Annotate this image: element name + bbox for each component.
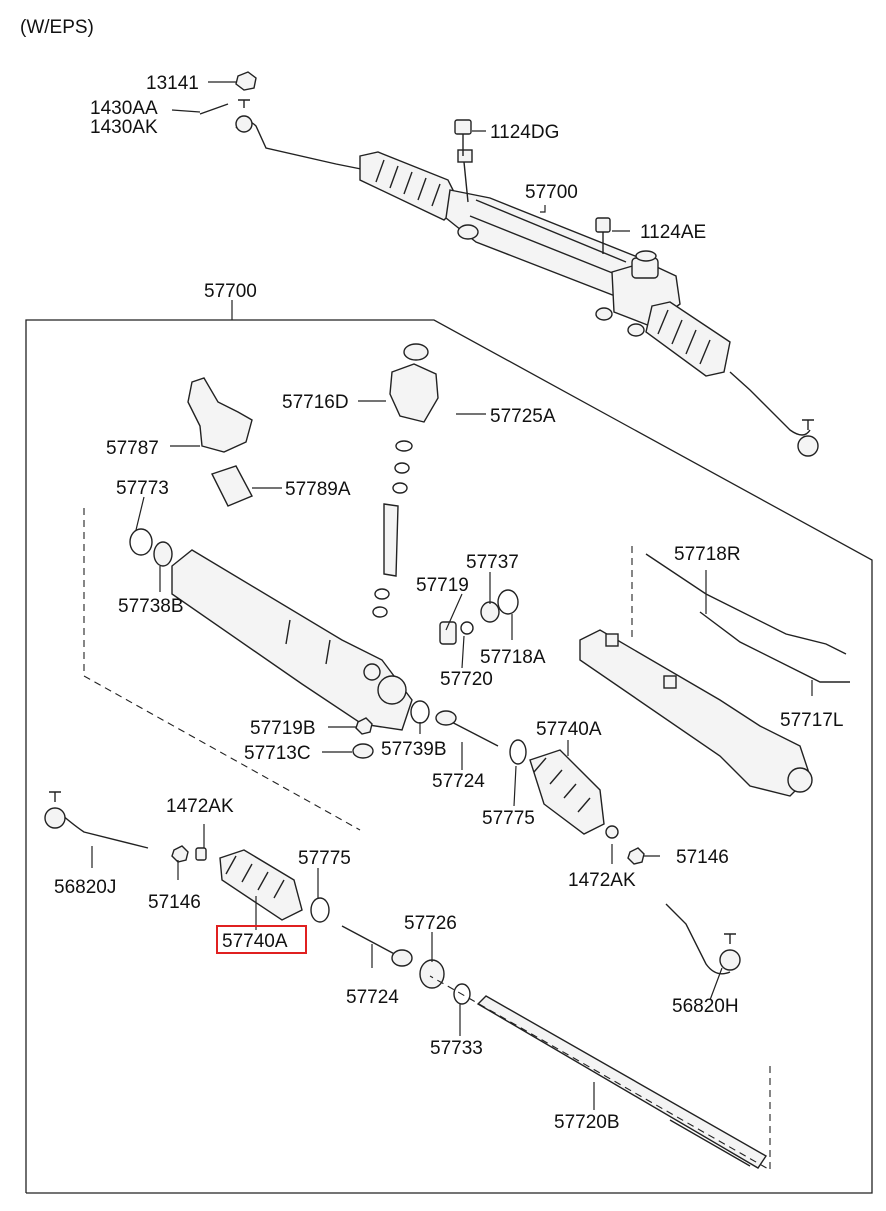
callout-57775-right[interactable]: 57775 — [482, 808, 535, 829]
callout-1430AK[interactable]: 1430AK — [90, 117, 158, 138]
callout-1430AA[interactable]: 1430AA — [90, 98, 158, 119]
callout-1124AE[interactable]: 1124AE — [640, 222, 706, 243]
callout-57719B[interactable]: 57719B — [250, 718, 316, 739]
callout-57724-left[interactable]: 57724 — [346, 987, 399, 1008]
callout-57787[interactable]: 57787 — [106, 438, 159, 459]
callout-57146-left[interactable]: 57146 — [148, 892, 201, 913]
callout-57726[interactable]: 57726 — [404, 913, 457, 934]
variant-title: (W/EPS) — [20, 17, 94, 38]
callout-57718A[interactable]: 57718A — [480, 647, 546, 668]
callout-57716D[interactable]: 57716D — [282, 392, 349, 413]
callout-1472AK-left[interactable]: 1472AK — [166, 796, 234, 817]
callout-57146-right[interactable]: 57146 — [676, 847, 729, 868]
callout-57789A[interactable]: 57789A — [285, 479, 351, 500]
callout-56820H[interactable]: 56820H — [672, 996, 739, 1017]
highlight-box-57740A — [216, 925, 307, 954]
exploded-view-frame — [25, 319, 873, 1194]
steering-gear-assembly — [199, 71, 819, 457]
callout-57738B[interactable]: 57738B — [118, 596, 184, 617]
callout-57733[interactable]: 57733 — [430, 1038, 483, 1059]
callout-56820J[interactable]: 56820J — [54, 877, 116, 898]
callout-57720[interactable]: 57720 — [440, 669, 493, 690]
callout-57737[interactable]: 57737 — [466, 552, 519, 573]
callout-57719[interactable]: 57719 — [416, 575, 469, 596]
rack-subframe — [429, 975, 771, 1171]
callout-57773[interactable]: 57773 — [116, 478, 169, 499]
callout-1124DG[interactable]: 1124DG — [490, 122, 559, 143]
callout-57700-top[interactable]: 57700 — [525, 182, 578, 203]
callout-57700-frame[interactable]: 57700 — [204, 281, 257, 302]
callout-57740A-highlighted[interactable]: 57740A — [222, 931, 288, 952]
callout-57724-right[interactable]: 57724 — [432, 771, 485, 792]
callout-57718R[interactable]: 57718R — [674, 544, 741, 565]
callout-57725A[interactable]: 57725A — [490, 406, 556, 427]
exploded-parts — [44, 343, 850, 1169]
callout-57720B[interactable]: 57720B — [554, 1112, 620, 1133]
callout-57775-left[interactable]: 57775 — [298, 848, 351, 869]
callout-13141[interactable]: 13141 — [146, 73, 199, 94]
callout-57740A-right[interactable]: 57740A — [536, 719, 602, 740]
callout-57717L[interactable]: 57717L — [780, 710, 843, 731]
left-housing-subframe — [83, 508, 361, 831]
callout-1472AK-right[interactable]: 1472AK — [568, 870, 636, 891]
callout-57739B[interactable]: 57739B — [381, 739, 447, 760]
callout-57713C[interactable]: 57713C — [244, 743, 311, 764]
